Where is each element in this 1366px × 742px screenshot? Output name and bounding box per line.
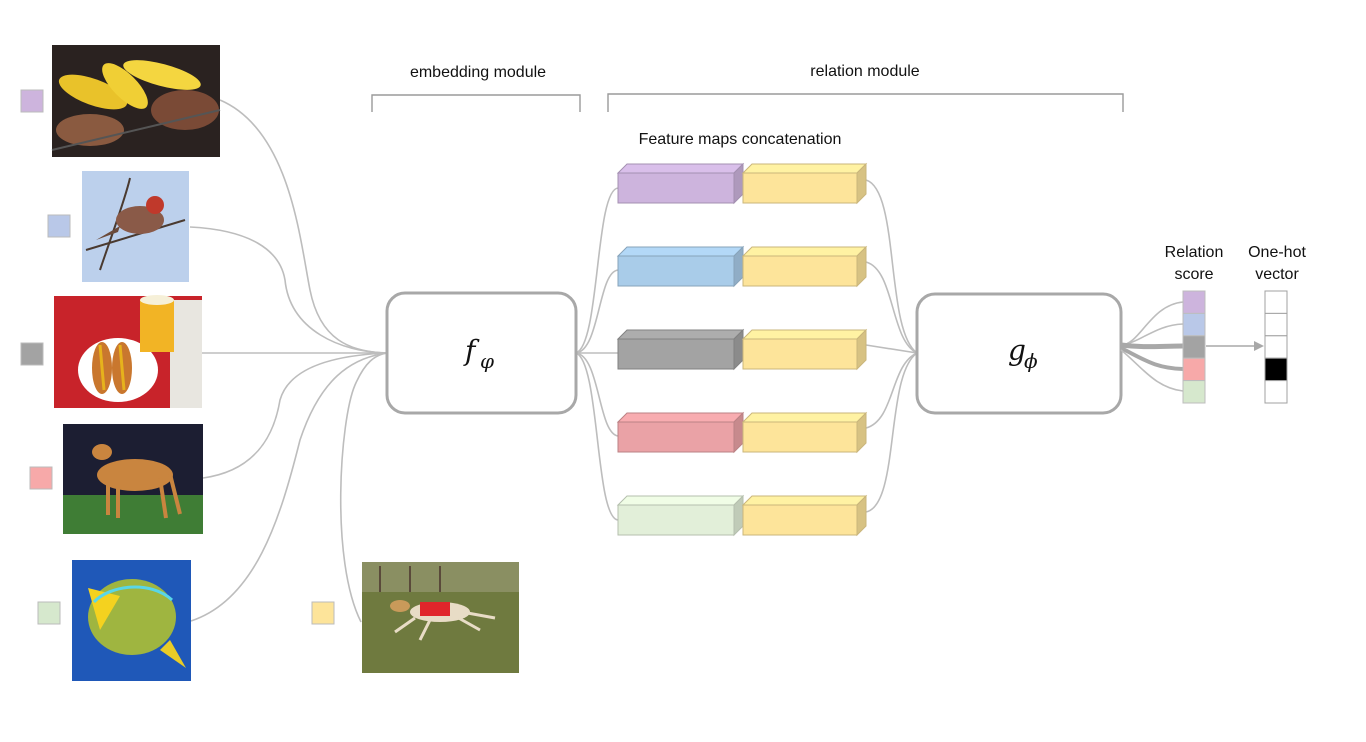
relation-score-cell-2 (1182, 312, 1206, 337)
relation-score-cell-3 (1182, 335, 1206, 359)
relation-score-cell-5 (1182, 380, 1206, 404)
fish-image (72, 560, 191, 681)
relation-score-label-line1: Relation (1165, 244, 1224, 261)
relation-module-brace (607, 93, 1124, 112)
onehot-cell-4 (1264, 357, 1288, 382)
dog-class-swatch (29, 466, 53, 490)
relation-module-label: relation module (810, 63, 920, 80)
embedding-module: f φ (385, 291, 578, 415)
bird-image (82, 171, 189, 282)
support-feature-map-5 (616, 494, 745, 537)
embedding-module-brace (371, 94, 581, 112)
barbecue-class-swatch (20, 89, 44, 113)
onehot-cell-2 (1264, 312, 1288, 337)
barbecue-image (51, 45, 221, 157)
relation-score-cell-1 (1182, 290, 1206, 314)
relation-score-label-line2: score (1174, 266, 1213, 283)
relation-score-cell-4 (1182, 357, 1206, 382)
query-feature-map-2 (741, 245, 868, 288)
hotdog-image (54, 295, 202, 408)
query-class-swatch (311, 601, 335, 625)
bird-class-swatch (47, 214, 71, 238)
support-feature-map-2 (616, 245, 745, 288)
score-connectors (1120, 301, 1184, 392)
fish-class-swatch (37, 601, 61, 625)
relation-function-subscript: ϕ (1024, 349, 1038, 373)
relation-connectors (865, 179, 918, 513)
relation-function-symbol: g (1008, 334, 1026, 367)
feature-connectors (575, 187, 619, 521)
onehot-cell-1 (1264, 290, 1288, 314)
relation-module: g ϕ (915, 292, 1123, 415)
relation-score-column (1182, 290, 1206, 404)
query-feature-map-3 (741, 328, 868, 371)
embedding-module-label: embedding module (410, 64, 546, 81)
query-dog-image (362, 562, 519, 673)
support-feature-map-4 (616, 411, 745, 454)
hotdog-class-swatch (20, 342, 44, 366)
query-feature-map-1 (741, 162, 868, 205)
onehot-cell-3 (1264, 335, 1288, 359)
support-feature-map-3 (616, 328, 745, 371)
onehot-vector-column (1264, 290, 1288, 404)
input-connectors (189, 99, 388, 623)
onehot-label-line2: vector (1255, 266, 1299, 283)
dog-image (63, 424, 203, 534)
onehot-cell-5 (1264, 380, 1288, 404)
query-feature-map-4 (741, 411, 868, 454)
output-arrow (1206, 341, 1264, 351)
onehot-label-line1: One-hot (1248, 244, 1306, 261)
support-feature-map-1 (616, 162, 745, 205)
feature-maps-label: Feature maps concatenation (639, 131, 842, 148)
query-feature-map-5 (741, 494, 868, 537)
feature-map-pairs (616, 162, 868, 537)
embedding-function-subscript: φ (480, 349, 494, 373)
